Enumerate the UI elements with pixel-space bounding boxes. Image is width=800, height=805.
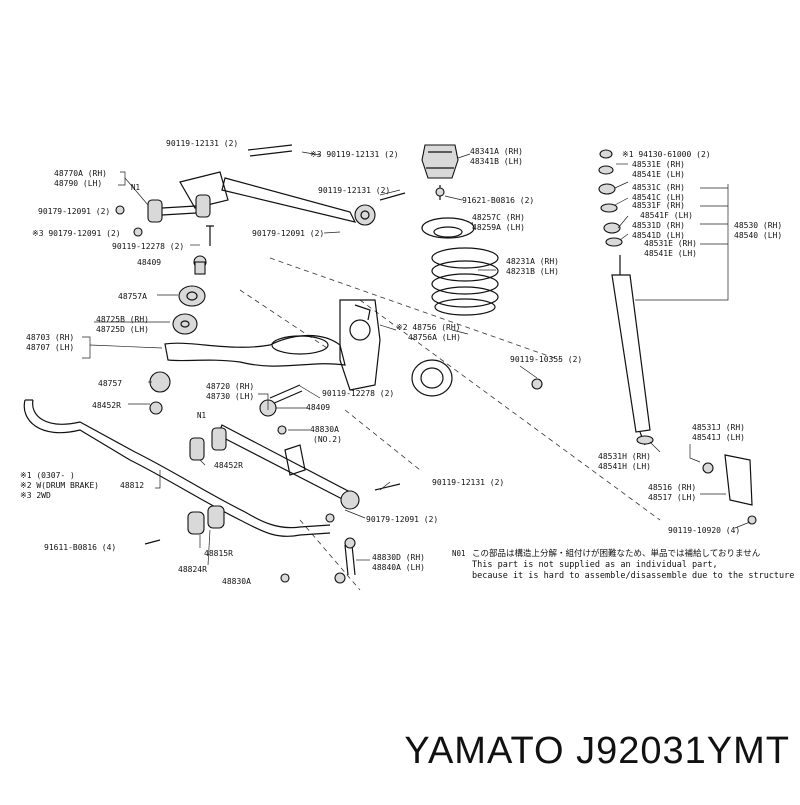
label-48830A-a: 48830A [222,577,251,586]
label-n1-upper: N1 [131,183,140,192]
bolt-parts-upper [172,225,214,335]
label-48341B: 48341B (LH) [470,157,523,166]
labels-spring: 48341A (RH) 48341B (LH) 91621-B0816 (2) … [462,147,582,364]
label-48756A: 48756A (LH) [408,333,461,342]
lower-control-arm [149,299,381,415]
supply-notice: N01 この部品は構造上分解・組付けが困難なため、単品では補給しておりません T… [452,548,794,581]
label-90119-12278-a: 90119-12278 (2) [112,242,184,251]
brand-part-number: YAMATO J92031YMT [404,730,790,772]
knuckle-plate [411,359,543,397]
labels-shock: ※1 94130-61000 (2) 48531E (RH) 48541E (L… [598,150,782,535]
label-48541H: 48541H (LH) [598,462,651,471]
notice-japanese: この部品は構造上分解・組付けが困難なため、単品では補給しておりません [472,548,761,559]
label-90119-10355: 90119-10355 (2) [510,355,582,364]
label-48531E-top: 48531E (RH) [632,160,685,169]
label-90119-10920: 90119-10920 (4) [668,526,740,535]
label-48530: 48530 (RH) [734,221,782,230]
label-48517: 48517 (LH) [648,493,696,502]
label-48231A: 48231A (RH) [506,257,559,266]
label-90119-12131-b: ※3 90119-12131 (2) [310,150,399,159]
reference-lines [239,257,661,591]
label-48540: 48540 (LH) [734,231,782,240]
notice-english-1: This part is not supplied as an individu… [472,560,718,570]
label-48452R-a: 48452R [92,401,121,410]
label-48840A: 48840A (LH) [372,563,425,572]
label-48259A: 48259A (LH) [472,223,525,232]
label-91611-B0816: 91611-B0816 (4) [44,543,116,552]
label-48452R-b: 48452R [214,461,243,470]
notice-tag: N01 [452,549,466,558]
note-3: ※3 2WD [20,491,51,500]
labels-left: 48770A (RH) 48790 (LH) N1 90179-12091 (2… [20,169,254,586]
label-48531D: 48531D (RH) [632,221,685,230]
label-90179-12091-d: 90179-12091 (2) [366,515,438,524]
label-48541J: 48541J (LH) [692,433,745,442]
label-90119-12131-a: 90119-12131 (2) [166,139,238,148]
label-90119-12131-c: 90119-12131 (2) [318,186,390,195]
label-90179-12091-b: ※3 90179-12091 (2) [32,229,121,238]
label-no2: (NO.2) [313,435,342,444]
label-48531E-bot: 48531E (RH) [644,239,697,248]
label-48541C: 48541C (LH) [632,193,685,202]
label-91621-B0816: 91621-B0816 (2) [462,196,534,205]
label-n1-lower: N1 [197,411,206,420]
upper-control-arm [115,144,406,237]
labels-center: 90119-12131 (2) ※3 90119-12131 (2) 90119… [166,139,504,572]
label-48815R: 48815R [204,549,233,558]
label-48812: 48812 [120,481,144,490]
label-48757A: 48757A [118,292,147,301]
label-48725D: 48725D (LH) [96,325,149,334]
stabilizer-bar [23,399,356,584]
label-48707: 48707 (LH) [26,343,74,352]
label-48531F: 48531F (RH) [632,201,685,210]
label-90179-12091-a: 90179-12091 (2) [38,207,110,216]
note-1: ※1 (0307- ) [20,471,75,480]
label-48830A-b: 48830A [310,425,339,434]
label-48341A: 48341A (RH) [470,147,523,156]
shock-absorber [598,149,757,525]
label-48516: 48516 (RH) [648,483,696,492]
label-94130-61000: ※1 94130-61000 (2) [622,150,711,159]
label-90119-12278-b: 90119-12278 (2) [322,389,394,398]
label-48409-a: 48409 [137,258,161,267]
label-48725B: 48725B (RH) [96,315,149,324]
label-48756: ※2 48756 (RH) [396,323,461,332]
label-48231B: 48231B (LH) [506,267,559,276]
label-48830D: 48830D (RH) [372,553,425,562]
strut-rod [189,384,401,523]
label-90119-12131-d: 90119-12131 (2) [432,478,504,487]
label-48541E-top: 48541E (LH) [632,170,685,179]
label-48720: 48720 (RH) [206,382,254,391]
leader-lines [82,151,751,566]
label-48541E-bot: 48541E (LH) [644,249,697,258]
label-48790: 48790 (LH) [54,179,102,188]
label-48531H: 48531H (RH) [598,452,651,461]
label-48531J: 48531J (RH) [692,423,745,432]
label-48531C: 48531C (RH) [632,183,685,192]
note-2: ※2 W(DRUM BRAKE) [20,481,99,490]
label-48257C: 48257C (RH) [472,213,525,222]
label-90179-12091-c: 90179-12091 (2) [252,229,324,238]
label-48770A: 48770A (RH) [54,169,107,178]
label-48824R: 48824R [178,565,207,574]
label-48541F: 48541F (LH) [640,211,693,220]
coil-spring-assembly [421,144,499,316]
label-48703: 48703 (RH) [26,333,74,342]
label-48730: 48730 (LH) [206,392,254,401]
label-48757: 48757 [98,379,122,388]
notice-english-2: because it is hard to assemble/disassemb… [472,571,794,581]
label-48409-b: 48409 [306,403,330,412]
label-48541D: 48541D (LH) [632,231,685,240]
